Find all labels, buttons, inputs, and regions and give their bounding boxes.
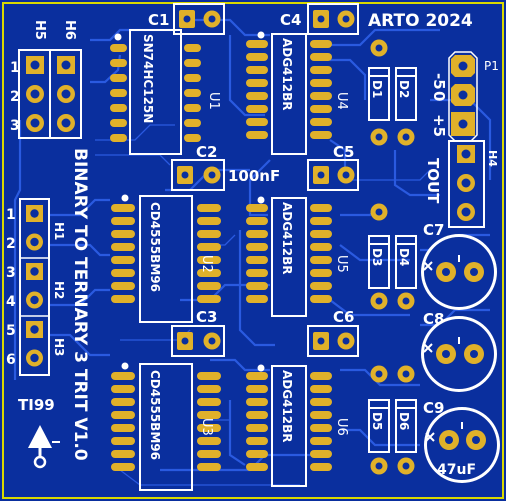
diode-d2[interactable]	[395, 67, 417, 121]
c1-label: C1	[148, 11, 169, 29]
u2-part: CD4555BM96	[148, 202, 162, 292]
chip-u2[interactable]	[111, 194, 221, 323]
d5-label: D5	[370, 412, 384, 430]
board-title: ARTO 2024	[368, 11, 473, 31]
c9-value: 47uF	[437, 462, 476, 478]
h6-label: H6	[62, 20, 77, 40]
c5-label: C5	[333, 143, 354, 161]
chip-u5[interactable]	[246, 196, 332, 317]
side-row-1: 1	[6, 207, 16, 223]
cap-c1[interactable]	[173, 3, 225, 35]
c7-label: C7	[423, 221, 444, 239]
cap-c5[interactable]	[307, 159, 359, 191]
u6-part: ADG412BR	[280, 370, 294, 443]
power-label-0: 0	[430, 91, 448, 101]
h3-label: H3	[52, 338, 66, 356]
h4-label: H4	[486, 150, 499, 167]
top-row-1: 1	[10, 60, 20, 76]
side-row-3: 3	[6, 265, 16, 281]
electrolytic-c9[interactable]	[424, 407, 500, 483]
side-row-5: 5	[6, 323, 16, 339]
c3-label: C3	[196, 308, 217, 326]
chip-u1[interactable]	[110, 29, 201, 155]
chip-u4[interactable]	[246, 31, 332, 155]
via-holes	[375, 44, 410, 470]
electrolytic-c8[interactable]	[421, 316, 497, 392]
u1-part: SN74HC125N	[141, 34, 155, 123]
chip-u6[interactable]	[246, 364, 332, 487]
top-row-3: 3	[10, 118, 20, 134]
side-row-4: 4	[6, 294, 16, 310]
h6-pads[interactable]	[57, 56, 75, 132]
c6-label: C6	[333, 308, 354, 326]
h1-label: H1	[52, 222, 66, 240]
side-header-pads[interactable]	[26, 205, 43, 367]
header-h4-tout[interactable]	[448, 140, 485, 228]
diode-d5[interactable]	[368, 399, 390, 453]
diode-d1[interactable]	[368, 67, 390, 121]
c9-label: C9	[423, 399, 444, 417]
power-label-minus5: -5	[430, 73, 448, 90]
diode-d4[interactable]	[395, 235, 417, 289]
ti99-logo-icon	[28, 425, 60, 469]
h2-label: H2	[52, 281, 66, 299]
c2-label: C2	[196, 143, 217, 161]
d6-label: D6	[397, 412, 411, 430]
cap-c3[interactable]	[171, 325, 225, 357]
side-row-2: 2	[6, 236, 16, 252]
logo-text: TI99	[18, 396, 55, 414]
header-h1-h2-h3	[19, 198, 50, 376]
power-connector-p1[interactable]	[448, 51, 478, 142]
power-label-plus5: +5	[430, 114, 448, 137]
chip-u3[interactable]	[111, 362, 221, 491]
p1-label: P1	[484, 59, 499, 73]
u3-part: CD4555BM96	[148, 370, 162, 460]
top-row-2: 2	[10, 89, 20, 105]
u6-ref: U6	[334, 418, 349, 436]
d3-label: D3	[370, 248, 384, 266]
side-row-6: 6	[6, 352, 16, 368]
u4-part: ADG412BR	[280, 38, 294, 111]
u4-ref: U4	[334, 92, 349, 110]
electrolytic-c7[interactable]	[421, 234, 497, 310]
h5-label: H5	[32, 20, 47, 40]
diode-d3[interactable]	[368, 235, 390, 289]
d4-label: D4	[397, 248, 411, 266]
header-h5-h6	[18, 49, 82, 139]
u5-part: ADG412BR	[280, 202, 294, 275]
c2-value: 100nF	[228, 167, 280, 185]
d1-label: D1	[370, 80, 384, 98]
h5-pads[interactable]	[26, 56, 44, 132]
u3-ref: U3	[199, 418, 214, 436]
cap-c2[interactable]	[171, 159, 225, 191]
cap-c6[interactable]	[307, 325, 359, 357]
diode-d6[interactable]	[395, 399, 417, 453]
cap-c4[interactable]	[307, 3, 359, 35]
u2-ref: U2	[199, 255, 214, 273]
d2-label: D2	[397, 80, 411, 98]
tout-label: TOUT	[424, 158, 442, 204]
c8-label: C8	[423, 310, 444, 328]
c4-label: C4	[280, 11, 301, 29]
board-name-line: BINARY TO TERNARY 3 TRIT V1.0	[70, 148, 90, 461]
u5-ref: U5	[334, 255, 349, 273]
u1-ref: U1	[206, 92, 221, 110]
